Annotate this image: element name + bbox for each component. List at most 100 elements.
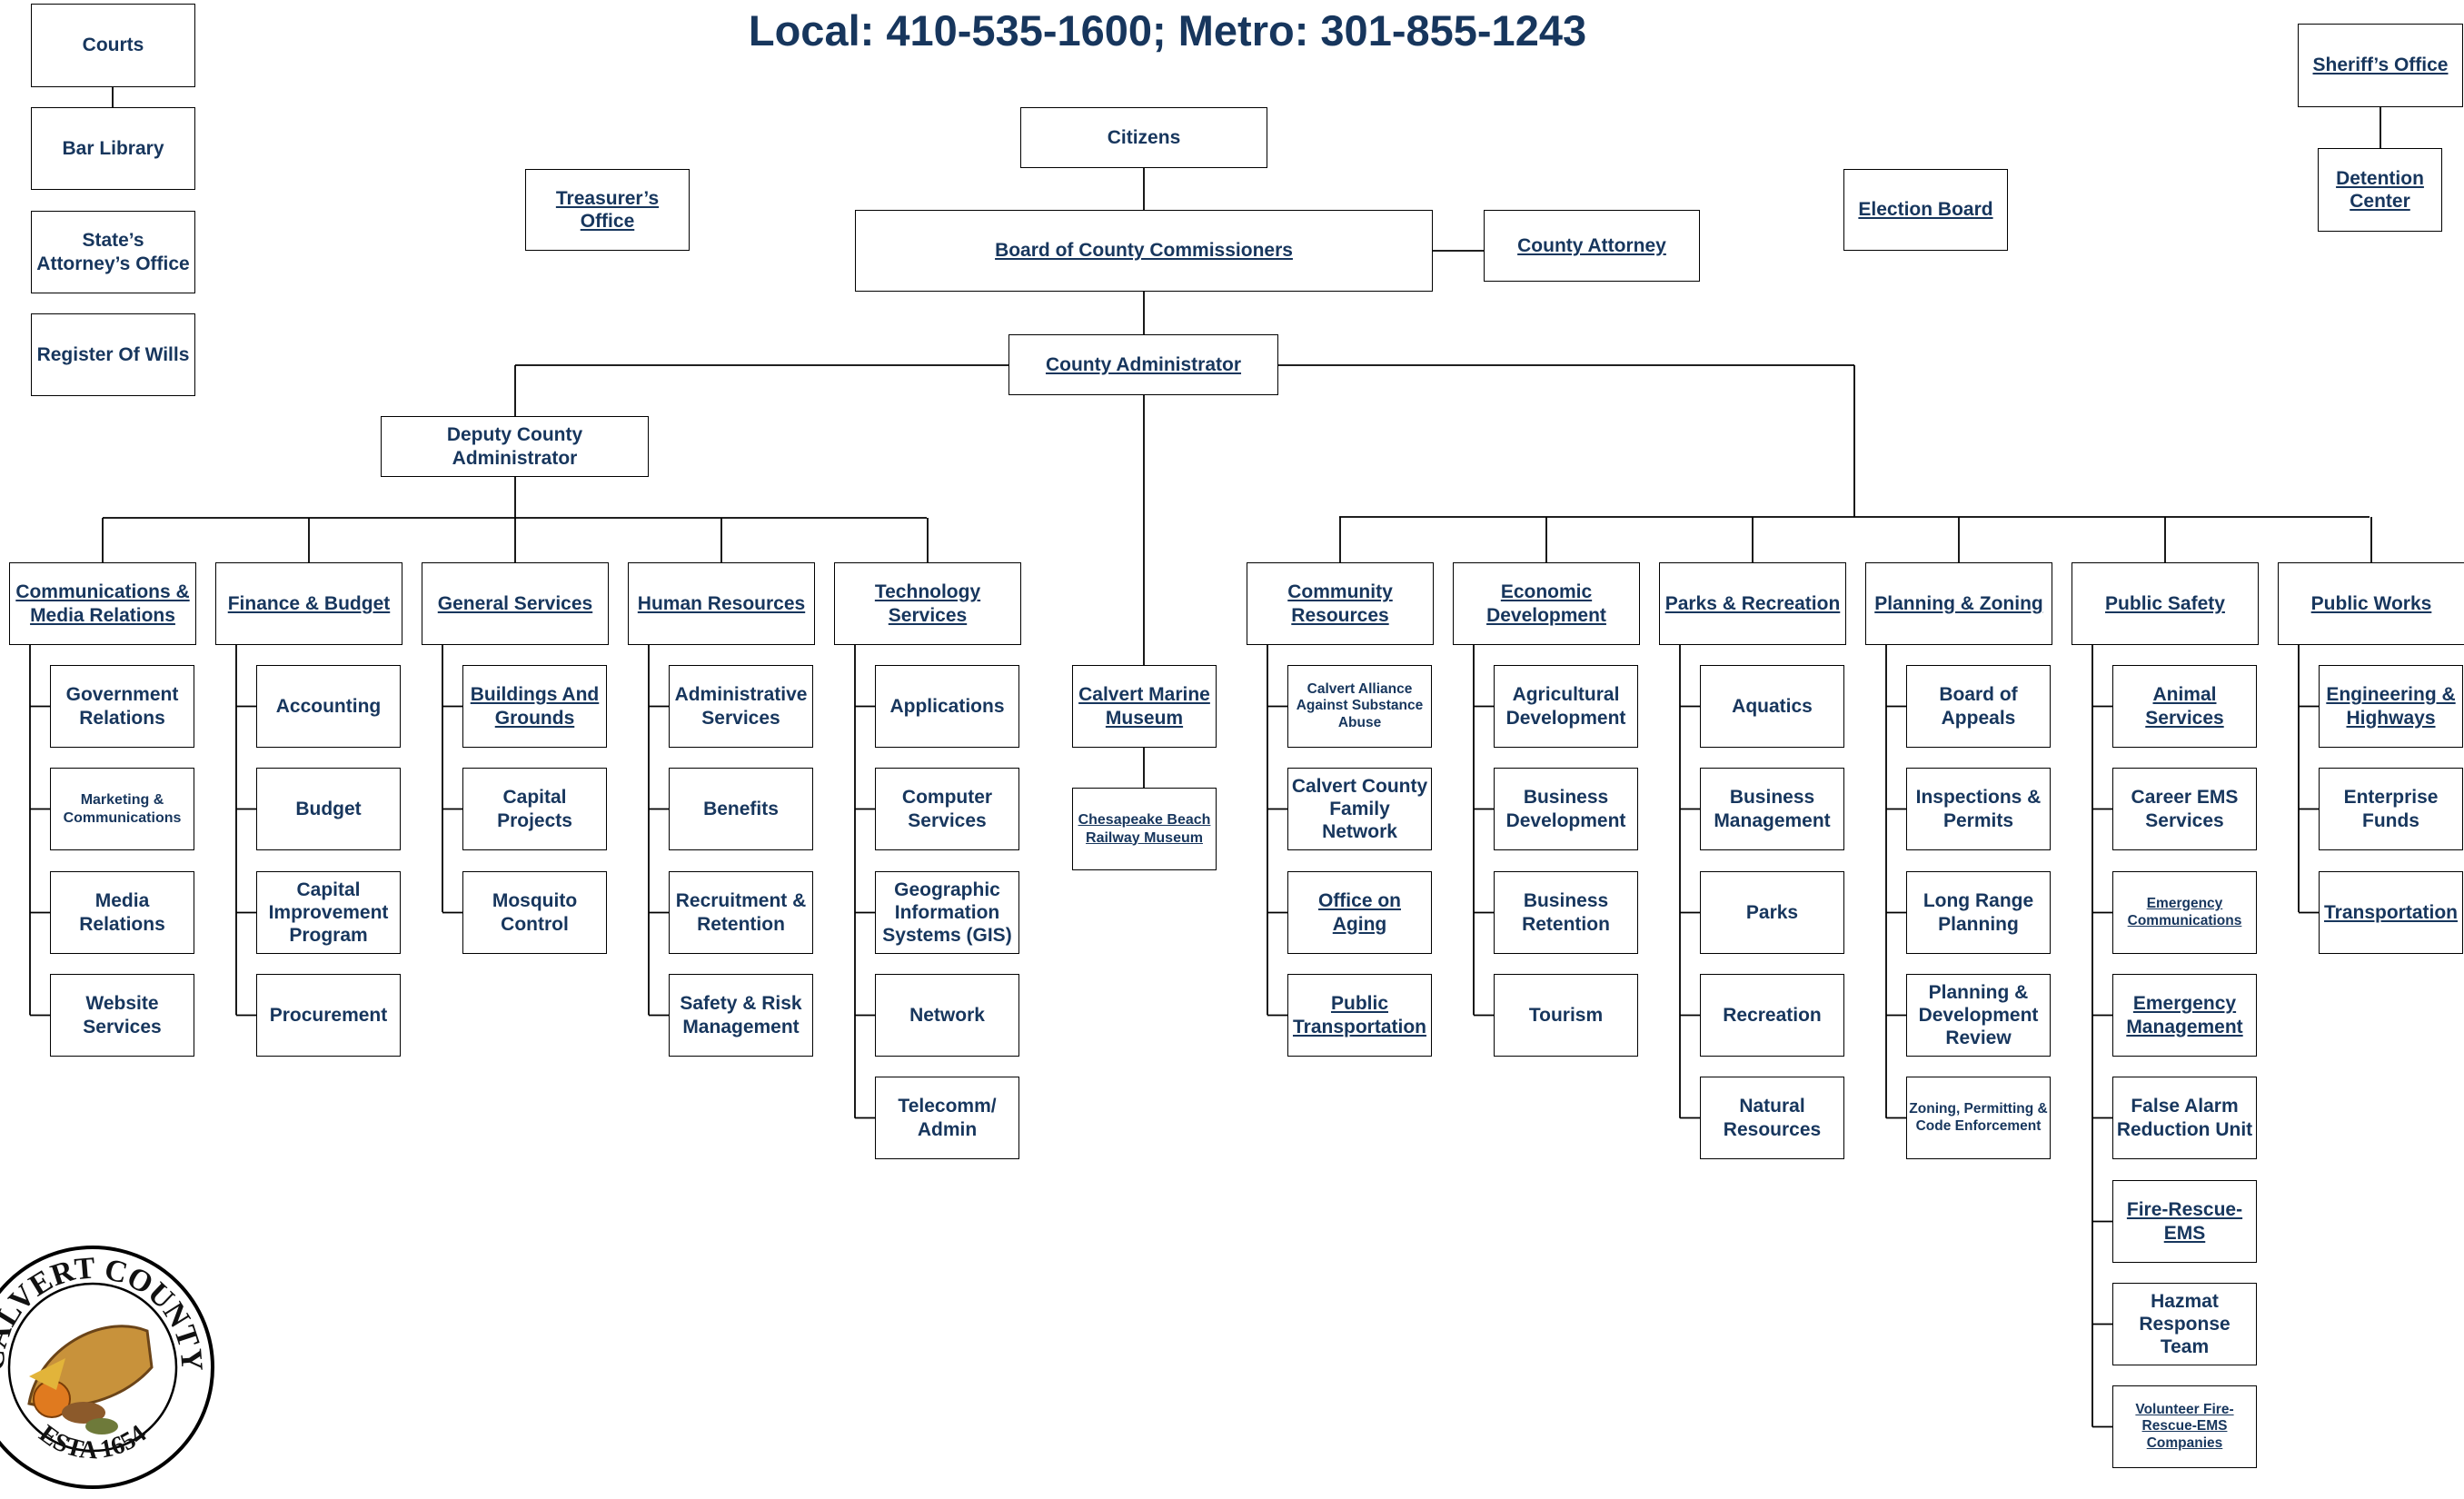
- dept-public-safety[interactable]: Public Safety: [2072, 562, 2259, 645]
- chesapeake-beach-railway-museum-box[interactable]: Chesapeake Beach Railway Museum: [1072, 788, 1217, 870]
- dept-economic-development[interactable]: Economic Development: [1453, 562, 1640, 645]
- division-engineering-highways[interactable]: Engineering & Highways: [2319, 665, 2463, 748]
- division-engineering-highways-label[interactable]: Engineering & Highways: [2326, 684, 2456, 729]
- calvert-marine-museum-box[interactable]: Calvert Marine Museum: [1072, 665, 1217, 748]
- division-agricultural-development-label: Agricultural Development: [1505, 684, 1626, 729]
- dept-public-safety-label[interactable]: Public Safety: [2105, 592, 2225, 614]
- dept-human-resources-label[interactable]: Human Resources: [637, 592, 806, 614]
- dept-public-works[interactable]: Public Works: [2278, 562, 2464, 645]
- division-long-range-planning-label: Long Range Planning: [1923, 890, 2034, 935]
- division-buildings-and-grounds-label[interactable]: Buildings And Grounds: [470, 684, 600, 729]
- dept-community-resources-label[interactable]: Community Resources: [1287, 581, 1393, 626]
- division-business-management: Business Management: [1700, 768, 1844, 850]
- division-recreation: Recreation: [1700, 974, 1844, 1057]
- division-telecomm-admin-label: Telecomm/ Admin: [898, 1096, 997, 1140]
- bar-library-box-label: Bar Library: [62, 137, 164, 159]
- division-transportation-label[interactable]: Transportation: [2323, 901, 2458, 923]
- division-calvert-alliance-against-substance-abuse-label: Calvert Alliance Against Substance Abuse: [1296, 680, 1424, 730]
- county-administrator-box[interactable]: County Administrator: [1008, 334, 1278, 395]
- division-recruitment-retention-label: Recruitment & Retention: [675, 890, 807, 935]
- county-seal: CALVERT COUNTY ESTA 1654: [0, 1240, 220, 1494]
- division-recruitment-retention: Recruitment & Retention: [669, 871, 813, 954]
- division-computer-services-label: Computer Services: [901, 787, 993, 831]
- treasurers-office-box-label[interactable]: Treasurer’s Office: [555, 187, 660, 232]
- dept-general-services-label[interactable]: General Services: [437, 592, 593, 614]
- dept-communications-media-relations[interactable]: Communications & Media Relations: [9, 562, 196, 645]
- county-attorney-box-label[interactable]: County Attorney: [1517, 234, 1666, 256]
- division-false-alarm-reduction-unit: False Alarm Reduction Unit: [2112, 1077, 2257, 1159]
- board-of-commissioners-box[interactable]: Board of County Commissioners: [855, 210, 1433, 292]
- county-attorney-box[interactable]: County Attorney: [1484, 210, 1700, 282]
- division-website-services-label: Website Services: [83, 993, 162, 1037]
- division-long-range-planning: Long Range Planning: [1906, 871, 2051, 954]
- division-zoning-permitting-code-enforcement-label: Zoning, Permitting & Code Enforcement: [1909, 1100, 2048, 1134]
- division-geographic-information-systems-gis: Geographic Information Systems (GIS): [875, 871, 1019, 954]
- division-animal-services[interactable]: Animal Services: [2112, 665, 2257, 748]
- dept-planning-zoning[interactable]: Planning & Zoning: [1865, 562, 2052, 645]
- division-capital-improvement-program-label: Capital Improvement Program: [268, 879, 389, 947]
- dept-technology-services-label[interactable]: Technology Services: [874, 581, 981, 626]
- division-office-on-aging-label[interactable]: Office on Aging: [1317, 890, 1401, 935]
- division-emergency-communications[interactable]: Emergency Communications: [2112, 871, 2257, 954]
- contact-phone-numbers: Local: 410-535-1600; Metro: 301-855-1243: [748, 6, 1587, 55]
- division-aquatics: Aquatics: [1700, 665, 1844, 748]
- division-volunteer-fire-rescue-ems-companies[interactable]: Volunteer Fire-Rescue-EMS Companies: [2112, 1385, 2257, 1468]
- division-tourism-label: Tourism: [1528, 1004, 1604, 1026]
- division-geographic-information-systems-gis-label: Geographic Information Systems (GIS): [882, 879, 1012, 947]
- dept-finance-budget[interactable]: Finance & Budget: [215, 562, 402, 645]
- division-tourism: Tourism: [1494, 974, 1638, 1057]
- division-emergency-management-label[interactable]: Emergency Management: [2126, 993, 2243, 1037]
- sheriffs-office-box-label[interactable]: Sheriff’s Office: [2312, 55, 2449, 76]
- division-procurement-label: Procurement: [269, 1004, 388, 1026]
- county-administrator-box-label[interactable]: County Administrator: [1045, 353, 1242, 375]
- dept-parks-recreation[interactable]: Parks & Recreation: [1659, 562, 1846, 645]
- division-benefits: Benefits: [669, 768, 813, 850]
- division-enterprise-funds-label: Enterprise Funds: [2343, 787, 2439, 831]
- dept-community-resources[interactable]: Community Resources: [1247, 562, 1434, 645]
- sheriffs-office-box[interactable]: Sheriff’s Office: [2298, 24, 2463, 107]
- calvert-marine-museum-box-label[interactable]: Calvert Marine Museum: [1078, 684, 1210, 729]
- division-public-transportation[interactable]: Public Transportation: [1287, 974, 1432, 1057]
- board-of-commissioners-box-label[interactable]: Board of County Commissioners: [995, 240, 1293, 262]
- division-media-relations: Media Relations: [50, 871, 194, 954]
- treasurers-office-box[interactable]: Treasurer’s Office: [525, 169, 690, 251]
- division-public-transportation-label[interactable]: Public Transportation: [1292, 993, 1426, 1037]
- dept-human-resources[interactable]: Human Resources: [628, 562, 815, 645]
- dept-planning-zoning-label[interactable]: Planning & Zoning: [1874, 592, 2043, 614]
- division-office-on-aging[interactable]: Office on Aging: [1287, 871, 1432, 954]
- dept-economic-development-label[interactable]: Economic Development: [1486, 581, 1606, 626]
- division-planning-development-review: Planning & Development Review: [1906, 974, 2051, 1057]
- division-natural-resources: Natural Resources: [1700, 1077, 1844, 1159]
- election-board-box[interactable]: Election Board: [1843, 169, 2008, 251]
- chesapeake-beach-railway-museum-box-label[interactable]: Chesapeake Beach Railway Museum: [1078, 812, 1211, 846]
- dept-communications-media-relations-label[interactable]: Communications & Media Relations: [15, 581, 190, 626]
- dept-finance-budget-label[interactable]: Finance & Budget: [227, 592, 391, 614]
- dept-public-works-label[interactable]: Public Works: [2310, 592, 2432, 614]
- division-enterprise-funds: Enterprise Funds: [2319, 768, 2463, 850]
- division-emergency-communications-label[interactable]: Emergency Communications: [2127, 895, 2242, 928]
- division-transportation[interactable]: Transportation: [2319, 871, 2463, 954]
- detention-center-box[interactable]: Detention Center: [2318, 148, 2442, 232]
- dept-parks-recreation-label[interactable]: Parks & Recreation: [1664, 592, 1841, 614]
- connector-lines: [29, 87, 2381, 1428]
- division-procurement: Procurement: [256, 974, 401, 1057]
- division-mosquito-control-label: Mosquito Control: [492, 890, 578, 935]
- division-volunteer-fire-rescue-ems-companies-label[interactable]: Volunteer Fire-Rescue-EMS Companies: [2135, 1401, 2234, 1451]
- division-buildings-and-grounds[interactable]: Buildings And Grounds: [462, 665, 607, 748]
- division-fire-rescue-ems-label[interactable]: Fire-Rescue-EMS: [2126, 1199, 2243, 1244]
- division-animal-services-label[interactable]: Animal Services: [2145, 684, 2224, 729]
- detention-center-box-label[interactable]: Detention Center: [2336, 167, 2424, 212]
- division-agricultural-development: Agricultural Development: [1494, 665, 1638, 748]
- dept-general-services[interactable]: General Services: [422, 562, 609, 645]
- division-calvert-county-family-network-label: Calvert County Family Network: [1291, 775, 1428, 843]
- division-board-of-appeals: Board of Appeals: [1906, 665, 2051, 748]
- division-fire-rescue-ems[interactable]: Fire-Rescue-EMS: [2112, 1180, 2257, 1263]
- election-board-box-label[interactable]: Election Board: [1858, 199, 1993, 221]
- division-planning-development-review-label: Planning & Development Review: [1918, 981, 2039, 1049]
- division-website-services: Website Services: [50, 974, 194, 1057]
- division-emergency-management[interactable]: Emergency Management: [2112, 974, 2257, 1057]
- cornucopia-icon: [27, 1325, 154, 1434]
- division-parks: Parks: [1700, 871, 1844, 954]
- dept-technology-services[interactable]: Technology Services: [834, 562, 1021, 645]
- division-career-ems-services: Career EMS Services: [2112, 768, 2257, 850]
